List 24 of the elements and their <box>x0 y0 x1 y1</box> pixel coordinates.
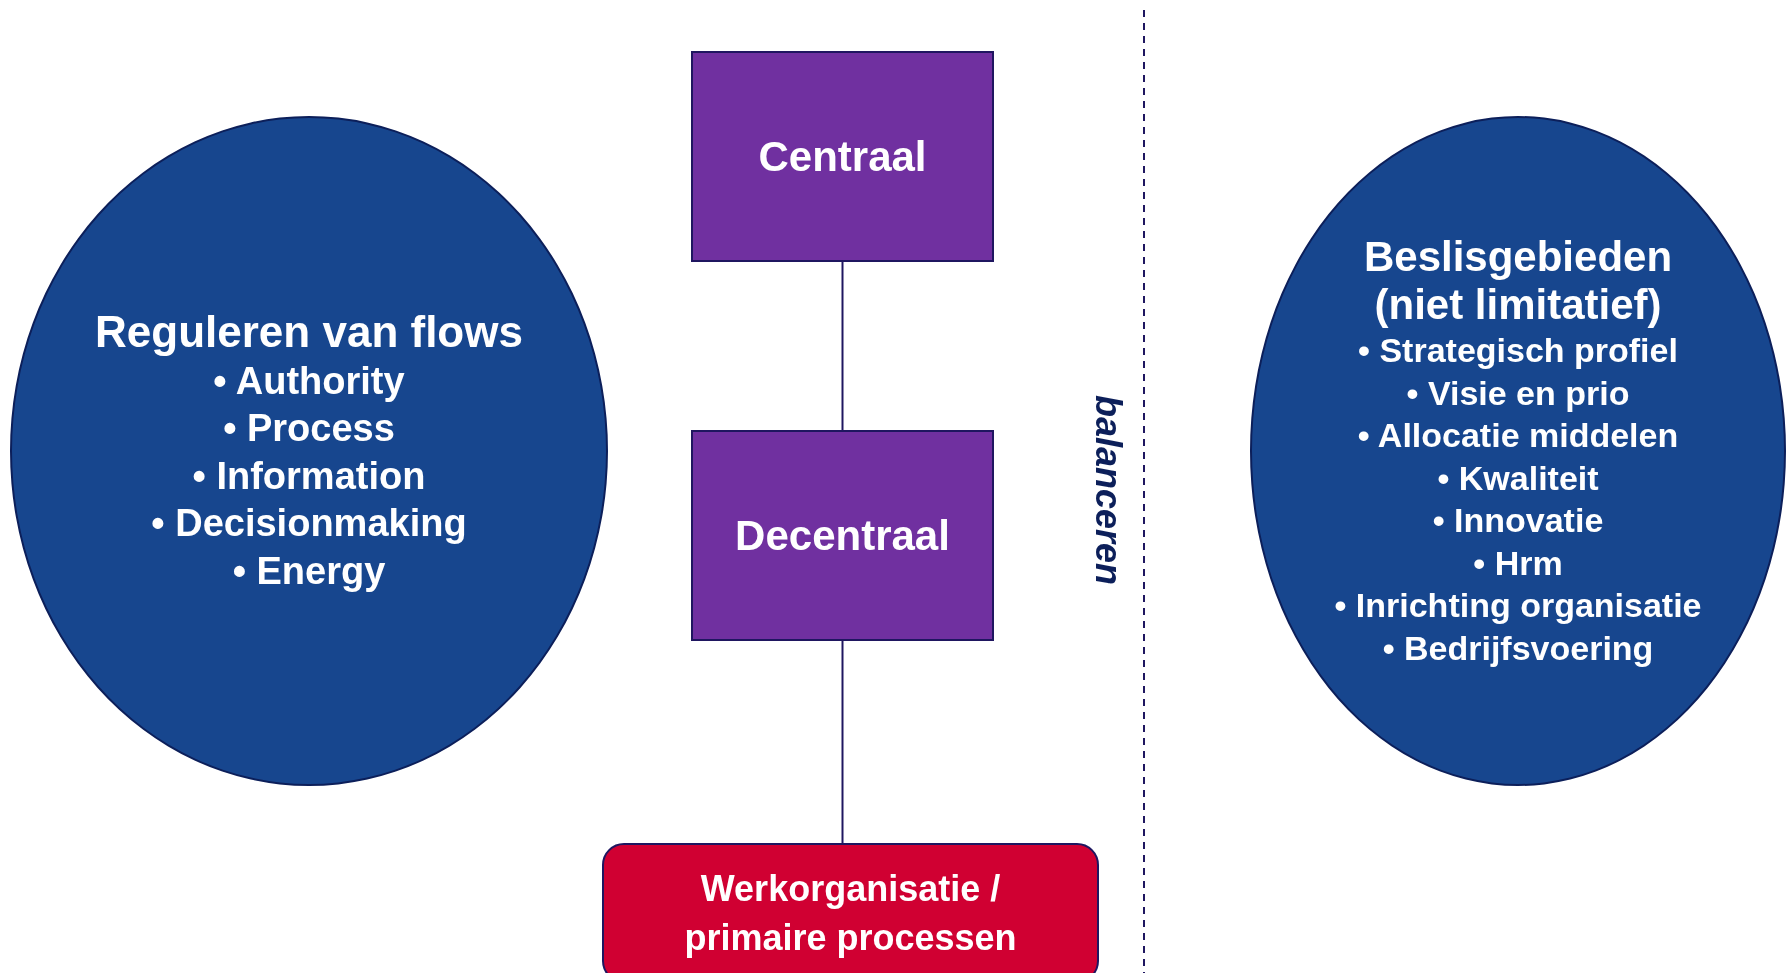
bullet-item: • Allocatie middelen <box>1357 416 1679 455</box>
bullet-item: • Hrm <box>1473 543 1563 582</box>
node-label: Decentraal <box>735 511 950 560</box>
bullet-item: • Information <box>192 454 426 497</box>
process-box <box>691 430 994 641</box>
bullet-item: • Process <box>223 407 395 450</box>
bullet-item: • Bedrijfsvoering <box>1382 628 1654 667</box>
rotated-label: balanceren <box>1087 394 1130 586</box>
heading-text: Beslisgebieden (niet limitatief) <box>1362 232 1674 330</box>
bullet-item: • Kwaliteit <box>1437 458 1599 497</box>
bullet-item: • Inrichting organisatie <box>1334 586 1702 625</box>
connector-line <box>841 640 844 844</box>
node-label: Centraal <box>758 132 927 181</box>
heading-text: Reguleren van flows <box>94 306 524 358</box>
node-label: Werkorganisatie / primaire processen <box>683 867 1018 960</box>
process-box <box>691 51 994 262</box>
bullet-item: • Strategisch profiel <box>1358 331 1678 370</box>
bullet-item: • Innovatie <box>1432 501 1604 540</box>
bullet-item: • Authority <box>213 359 405 402</box>
bullet-item: • Decisionmaking <box>151 502 467 545</box>
bullet-item: • Energy <box>232 549 386 592</box>
connector-line <box>841 261 844 431</box>
bullet-item: • Visie en prio <box>1406 373 1630 412</box>
process-box <box>602 843 1099 973</box>
